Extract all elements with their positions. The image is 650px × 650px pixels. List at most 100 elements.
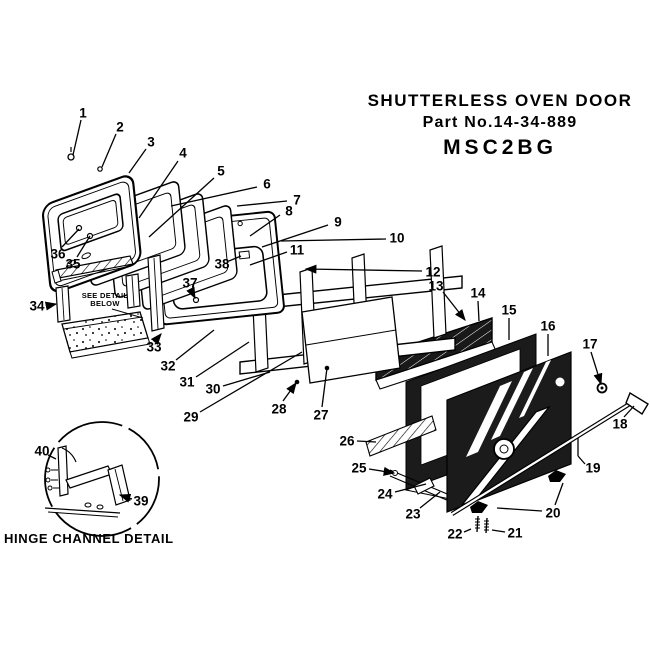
inset-caption: HINGE CHANNEL DETAIL — [4, 531, 174, 546]
callout-leader-3 — [128, 148, 147, 174]
callout-15: 15 — [501, 303, 517, 318]
see-detail-note: SEE DETAIL BELOW — [74, 292, 136, 308]
center-channel-assembly — [239, 245, 463, 385]
insulation-pad — [61, 311, 151, 359]
callout-16: 16 — [540, 319, 556, 334]
callout-leader-11 — [249, 251, 288, 266]
callout-leader-6 — [170, 186, 258, 207]
title-line-3: MSC2BG — [443, 136, 557, 159]
callout-6: 6 — [263, 177, 271, 192]
callout-leader-33 — [150, 333, 162, 345]
title-line-2: Part No.14-34-889 — [422, 114, 578, 131]
callout-7: 7 — [293, 193, 301, 208]
callout-38: 38 — [214, 257, 230, 272]
callout-leader-30 — [222, 371, 271, 387]
callout-leader-20 — [496, 507, 543, 512]
callout-leader-40 — [47, 454, 57, 460]
callout-leader-36 — [61, 228, 80, 248]
callout-leader-25 — [368, 466, 396, 476]
callout-leader-18 — [623, 405, 635, 418]
callout-leader-12 — [304, 264, 423, 274]
callout-23: 23 — [405, 507, 421, 522]
see-detail-note-line-2: BELOW — [90, 299, 120, 308]
bent-bracket-plate — [301, 296, 401, 384]
callout-1: 1 — [79, 106, 87, 121]
hinge-roller — [493, 438, 515, 460]
liner-screw — [192, 296, 200, 304]
callout-leader-28 — [282, 381, 297, 402]
callout-leader-38 — [228, 255, 242, 262]
callout-12: 12 — [425, 265, 440, 280]
callout-leader-23 — [419, 491, 441, 509]
callout-27: 27 — [313, 408, 328, 423]
callout-leader-24 — [394, 483, 427, 493]
callout-leader-21 — [491, 529, 506, 533]
callout-leader-20 — [554, 482, 564, 506]
callout-21: 21 — [507, 526, 523, 541]
callout-leader-29 — [199, 351, 303, 413]
callout-leader-26 — [356, 440, 377, 443]
callout-leader-27 — [321, 367, 328, 408]
hinge-post-right — [125, 273, 141, 309]
callout-8: 8 — [285, 204, 293, 219]
callout-leader-7 — [236, 200, 288, 207]
callout-29: 29 — [183, 410, 198, 425]
callout-leader-32 — [175, 329, 215, 361]
callout-leader-22 — [463, 528, 472, 533]
door-glass-panel — [446, 351, 572, 513]
callout-5: 5 — [217, 164, 225, 179]
rod-end-bracket — [625, 391, 649, 415]
callout-18: 18 — [612, 417, 628, 432]
callout-10: 10 — [389, 231, 404, 246]
callout-30: 30 — [205, 382, 220, 397]
callout-4: 4 — [179, 146, 187, 161]
callout-35: 35 — [65, 257, 81, 272]
callout-19: 19 — [585, 461, 600, 476]
callout-36: 36 — [50, 247, 66, 262]
callout-22: 22 — [447, 527, 462, 542]
callout-leader-34 — [44, 301, 58, 311]
callout-9: 9 — [334, 215, 342, 230]
callout-leader-2 — [101, 133, 117, 168]
callout-40: 40 — [34, 444, 49, 459]
callout-34: 34 — [29, 299, 45, 314]
callout-leader-8 — [249, 214, 281, 237]
callout-24: 24 — [377, 487, 393, 502]
callout-31: 31 — [179, 375, 195, 390]
callout-33: 33 — [146, 340, 162, 355]
callout-leader-19 — [577, 455, 586, 465]
callout-39: 39 — [133, 494, 148, 509]
callout-leader-14 — [477, 300, 480, 322]
callout-37: 37 — [182, 276, 197, 291]
callout-25: 25 — [351, 461, 367, 476]
callout-3: 3 — [147, 135, 155, 150]
callout-2: 2 — [116, 120, 124, 135]
callout-26: 26 — [339, 434, 355, 449]
callout-leader-31 — [195, 341, 250, 378]
side-channel-strip — [147, 254, 165, 332]
title-line-1: SHUTTERLESS OVEN DOOR — [367, 91, 633, 110]
callout-32: 32 — [160, 359, 175, 374]
callout-leader-4 — [138, 160, 179, 219]
callout-13: 13 — [428, 279, 444, 294]
callout-leader-13 — [442, 291, 466, 322]
title-block: SHUTTERLESS OVEN DOOR Part No.14-34-889 … — [350, 92, 650, 158]
callout-28: 28 — [271, 402, 287, 417]
callout-leader-1 — [72, 119, 82, 156]
callout-14: 14 — [470, 286, 486, 301]
callout-17: 17 — [582, 337, 597, 352]
callout-leader-37 — [186, 286, 196, 300]
door-handle-rod — [450, 382, 649, 516]
fasteners-bottom-right — [470, 470, 566, 534]
see-detail-note-line-1: SEE DETAIL — [81, 291, 129, 300]
see-detail-leader — [111, 308, 144, 319]
callout-leader-10 — [280, 238, 387, 242]
callout-leader-9 — [261, 224, 329, 248]
callout-leader-17 — [590, 351, 603, 386]
callout-leader-39 — [118, 493, 133, 503]
hinge-channel-bar — [51, 255, 134, 284]
hinge-post-left — [55, 285, 71, 323]
